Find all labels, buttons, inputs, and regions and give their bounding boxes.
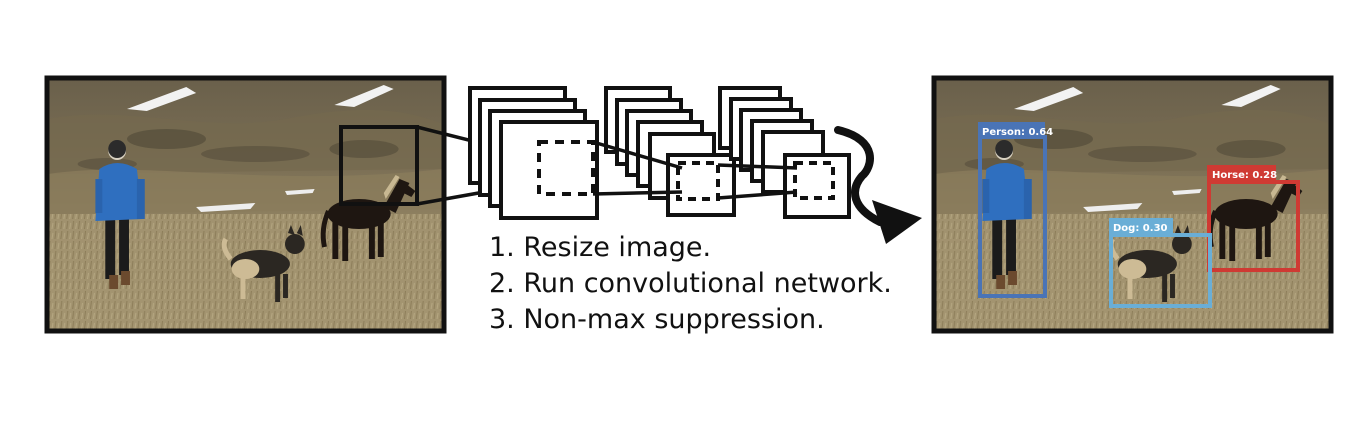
output-arrow — [834, 126, 922, 244]
stack-connector-lines — [592, 140, 798, 200]
output-image: Person: 0.64 Horse: 0.28 Dog: 0.30 — [931, 75, 1334, 334]
detection-person-label: Person: 0.64 — [982, 127, 1053, 138]
detection-horse: Horse: 0.28 — [1207, 165, 1300, 272]
pipeline-steps: 1. Resize image. 2. Run convolutional ne… — [489, 232, 892, 335]
input-image-frame — [44, 75, 447, 334]
detection-dog: Dog: 0.30 — [1109, 218, 1212, 308]
detection-horse-label: Horse: 0.28 — [1212, 170, 1277, 181]
detection-person: Person: 0.64 — [978, 122, 1053, 298]
detection-dog-label: Dog: 0.30 — [1113, 223, 1168, 234]
step-3: 3. Non-max suppression. — [489, 304, 825, 335]
step-2: 2. Run convolutional network. — [489, 268, 892, 299]
feature-stack-3 — [718, 86, 851, 219]
detection-horse-label-bg — [1207, 165, 1276, 183]
region-box — [339, 125, 419, 206]
input-image — [44, 75, 447, 334]
output-image-frame — [931, 75, 1334, 334]
feature-stack-1 — [468, 86, 599, 220]
detection-person-label-bg — [978, 122, 1045, 139]
step-1: 1. Resize image. — [489, 232, 711, 263]
detection-dog-label-bg — [1109, 218, 1173, 236]
feature-stack-2 — [604, 86, 736, 217]
cnn-feature-maps — [468, 86, 851, 220]
